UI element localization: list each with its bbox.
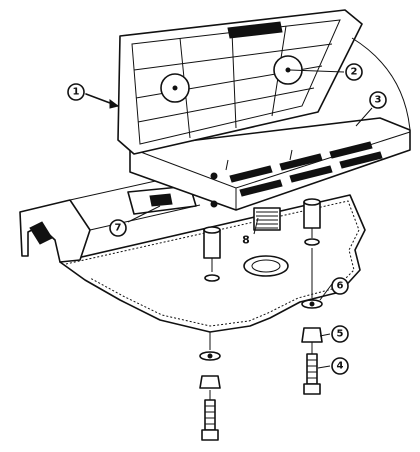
callout-6-label: 6 [337,281,344,292]
left-spacer [203,226,221,282]
leader-lines [85,69,373,369]
base-tray [129,117,411,211]
callout-1-label: 1 [73,87,80,98]
callout-7-label: 7 [115,223,122,234]
callout-5: 5 [331,325,349,343]
callout-4: 4 [331,357,349,375]
callout-5-label: 5 [337,329,344,340]
swing-arc [351,37,411,131]
callout-4-label: 4 [337,361,344,372]
callout-1: 1 [67,83,85,101]
plate-center-hole [243,255,289,277]
callout-3: 3 [369,91,387,109]
callout-2-label: 2 [351,67,358,78]
callout-2: 2 [345,63,363,81]
callout-6: 6 [331,277,349,295]
lid [117,9,363,155]
threaded-stud [253,207,281,231]
center-bolt-stack [199,332,221,441]
hinge-block [127,185,197,215]
callout-3-label: 3 [375,95,382,106]
callout-7: 7 [109,219,127,237]
label-8: 8 [242,234,250,247]
right-bolt-stack [301,248,323,395]
right-spacer [303,198,321,246]
